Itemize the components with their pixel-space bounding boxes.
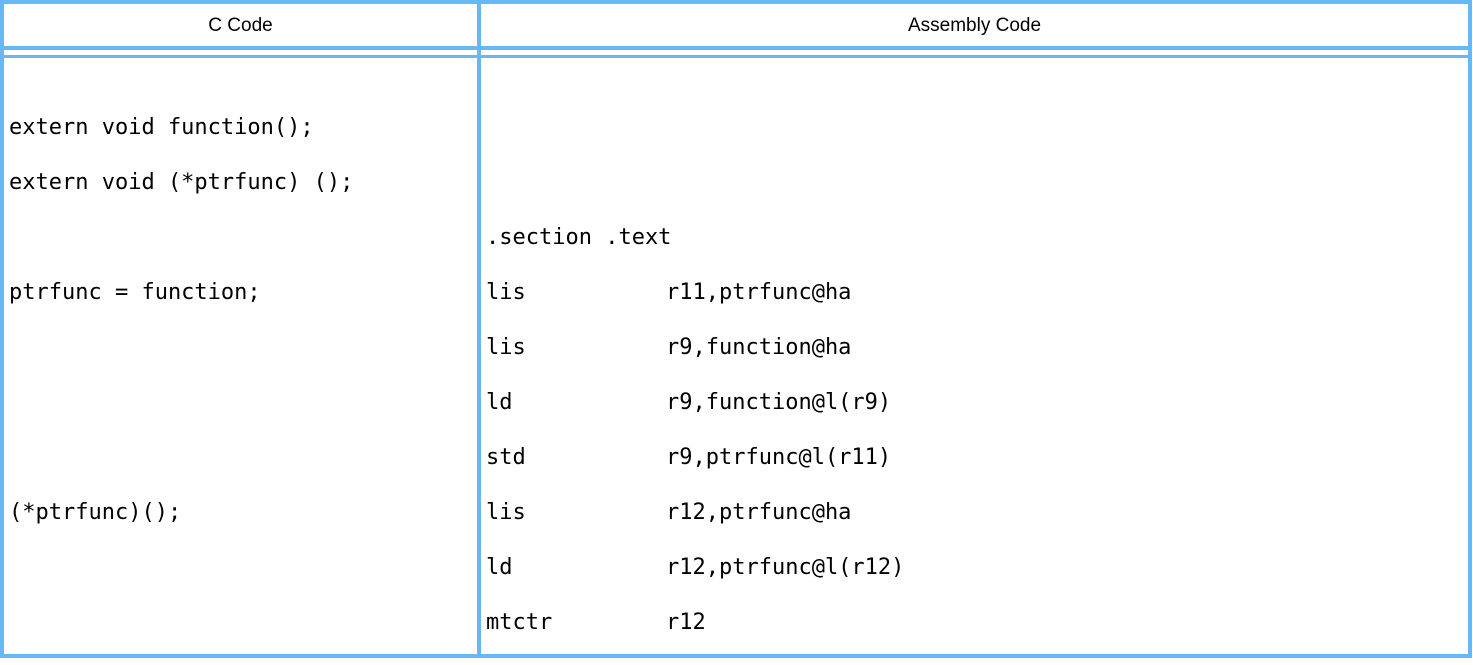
table-border-right bbox=[1468, 0, 1472, 658]
assembly-code-line: mtctr r12 bbox=[481, 595, 1468, 650]
assembly-mnemonic: std bbox=[486, 445, 526, 470]
header-assembly-code: Assembly Code bbox=[481, 4, 1468, 46]
assembly-mnemonic: lis bbox=[486, 500, 526, 525]
column-divider bbox=[477, 0, 481, 658]
assembly-mnemonic: mtctr bbox=[486, 610, 553, 635]
assembly-operands: r11,ptrfunc@ha bbox=[666, 280, 852, 305]
c-code-line bbox=[4, 540, 477, 595]
assembly-code-line: std r9,ptrfunc@l(r11) bbox=[481, 430, 1468, 485]
assembly-operands: r12,ptrfunc@ha bbox=[666, 500, 852, 525]
table-border-bottom bbox=[0, 654, 1472, 658]
assembly-mnemonic: bctrl bbox=[486, 650, 666, 665]
table-border-left bbox=[0, 0, 4, 658]
assembly-code-line: lis r12,ptrfunc@ha bbox=[481, 485, 1468, 540]
c-code-line: extern void (*ptrfunc) (); bbox=[9, 170, 354, 195]
assembly-mnemonic: ld bbox=[486, 390, 513, 415]
assembly-code-line: lis r11,ptrfunc@ha bbox=[481, 265, 1468, 320]
assembly-code-line: ld r9,function@l(r9) bbox=[481, 375, 1468, 430]
assembly-code-line bbox=[481, 100, 1468, 155]
header-c-code: C Code bbox=[4, 4, 477, 46]
assembly-code-line bbox=[481, 155, 1468, 210]
assembly-code-line: lis r9,function@ha bbox=[481, 320, 1468, 375]
assembly-mnemonic bbox=[486, 155, 666, 210]
c-code-line: ptrfunc = function; bbox=[9, 280, 261, 305]
header-assembly-code-label: Assembly Code bbox=[907, 14, 1042, 36]
c-code-line bbox=[4, 650, 477, 665]
c-code-line: (*ptrfunc)(); bbox=[9, 500, 182, 525]
assembly-mnemonic: lis bbox=[486, 280, 526, 305]
header-separator-line-inner bbox=[0, 55, 1472, 58]
c-code-line bbox=[4, 375, 477, 430]
assembly-mnemonic: ld bbox=[486, 555, 513, 580]
c-code-line: extern void function(); bbox=[9, 115, 314, 140]
c-code-line bbox=[4, 320, 477, 375]
assembly-operands: r9,ptrfunc@l(r11) bbox=[666, 445, 892, 470]
assembly-mnemonic: lis bbox=[486, 335, 526, 360]
assembly-operands: r9,function@ha bbox=[666, 335, 852, 360]
assembly-operands: r9,function@l(r9) bbox=[666, 390, 892, 415]
header-separator-line-outer bbox=[0, 46, 1472, 50]
assembly-code-lines: .section .text lis r11,ptrfunc@ha lis r9,fun… bbox=[481, 100, 1468, 665]
c-code-lines: extern void function(); extern void (*ptr… bbox=[4, 100, 477, 665]
assembly-operands: r12 bbox=[666, 610, 706, 635]
c-code-line bbox=[4, 595, 477, 650]
assembly-code-line: ld r12,ptrfunc@l(r12) bbox=[481, 540, 1468, 595]
c-code-cell: extern void function(); extern void (*ptr… bbox=[4, 58, 477, 665]
header-c-code-label: C Code bbox=[208, 14, 273, 36]
c-code-line bbox=[4, 430, 477, 485]
table-border-top bbox=[0, 0, 1472, 4]
assembly-code-line: bctrl bbox=[481, 650, 1468, 665]
assembly-operands: r12,ptrfunc@l(r12) bbox=[666, 555, 905, 580]
assembly-code-line: .section .text bbox=[481, 210, 1468, 265]
assembly-code-cell: .section .text lis r11,ptrfunc@ha lis r9,fun… bbox=[481, 58, 1468, 665]
assembly-mnemonic bbox=[486, 100, 666, 155]
c-code-line bbox=[4, 210, 477, 265]
assembly-mnemonic: .section .text bbox=[486, 225, 672, 250]
